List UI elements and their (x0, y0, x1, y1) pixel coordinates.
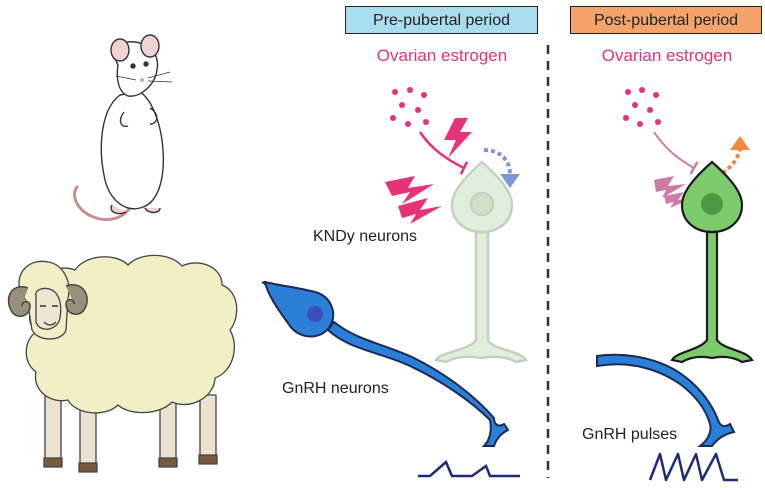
lightning-bolts-pre (385, 118, 472, 224)
gnrh-neurons-label: GnRH neurons (282, 380, 389, 397)
kndy-neuron-pre (434, 160, 528, 364)
gnrh-pulse-line-pre (418, 459, 520, 478)
reduced-release-arrow (483, 148, 512, 175)
gnrh-pulses-label: GnRH pulses (582, 426, 678, 443)
reduced-release-arrowhead (500, 174, 520, 188)
post-pubertal-label: Post-pubertal period (570, 6, 762, 34)
estrogen-dots-pre (390, 87, 429, 127)
gnrh-axon-post (596, 353, 736, 447)
inhibit-arrow-pre (418, 131, 469, 175)
estrogen-label-pre: Ovarian estrogen (376, 46, 508, 65)
inhibit-arrow-post (653, 131, 699, 175)
kndy-neurons-label: KNDy neurons (313, 228, 418, 245)
estrogen-label-post: Ovarian estrogen (601, 46, 733, 65)
release-arrowhead (730, 136, 750, 150)
gnrh-pulse-line-post (648, 452, 738, 482)
pre-pubertal-label: Pre-pubertal period (345, 6, 538, 34)
estrogen-dots-post (623, 87, 661, 127)
sheep-illustration (7, 254, 238, 473)
rat-illustration (73, 34, 173, 221)
gnrh-neuron-pre (261, 280, 510, 447)
kndy-neuron-post (670, 160, 754, 364)
lightning-bolts-post (654, 176, 692, 208)
